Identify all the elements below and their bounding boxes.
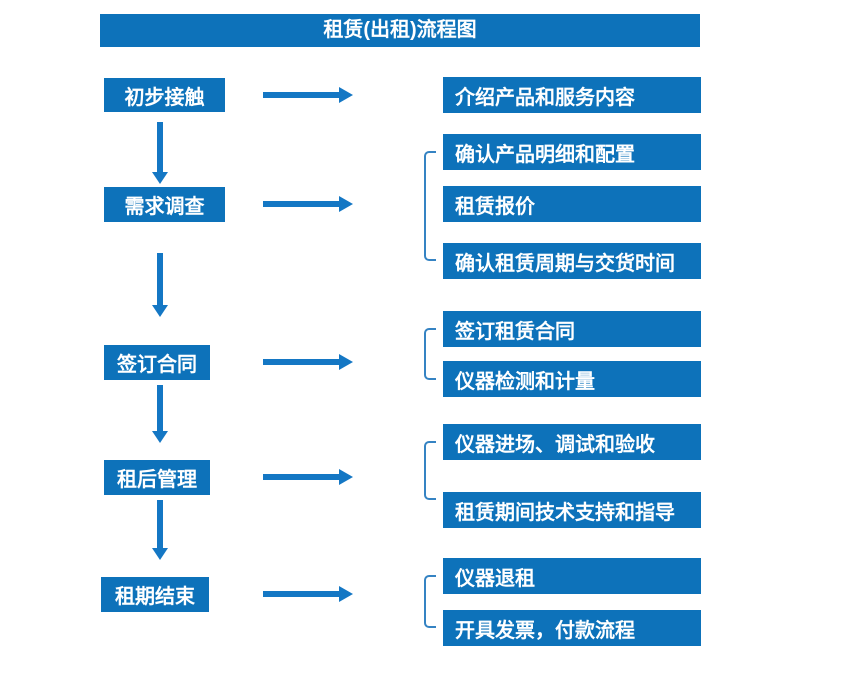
down-arrow-shaft — [157, 500, 163, 548]
right-arrow-shaft — [263, 92, 339, 98]
detail-box-instrument-setup-acceptance: 仪器进场、调试和验收 — [443, 424, 701, 460]
detail-box-sign-rental-contract: 签订租赁合同 — [443, 311, 701, 347]
right-arrow-1 — [263, 87, 353, 103]
down-arrow-2 — [152, 253, 168, 317]
detail-box-rental-quote: 租赁报价 — [443, 186, 701, 222]
right-arrow-shaft — [263, 591, 339, 597]
right-arrow-5 — [263, 586, 353, 602]
down-arrow-shaft — [157, 385, 163, 431]
down-arrow-head-icon — [152, 431, 168, 443]
bracket-group-4 — [424, 441, 436, 500]
detail-box-confirm-product-details: 确认产品明细和配置 — [443, 134, 701, 170]
right-arrow-shaft — [263, 201, 339, 207]
bracket-group-5 — [424, 575, 436, 628]
detail-box-intro-products: 介绍产品和服务内容 — [443, 77, 701, 113]
detail-box-confirm-period-delivery: 确认租赁周期与交货时间 — [443, 243, 701, 279]
right-arrow-head-icon — [339, 354, 353, 370]
step-box-demand-survey: 需求调查 — [104, 187, 225, 222]
right-arrow-2 — [263, 196, 353, 212]
detail-box-tech-support: 租赁期间技术支持和指导 — [443, 492, 701, 528]
bracket-group-3 — [424, 328, 436, 380]
detail-box-instrument-return: 仪器退租 — [443, 558, 701, 594]
right-arrow-head-icon — [339, 586, 353, 602]
right-arrow-head-icon — [339, 196, 353, 212]
bracket-group-2 — [424, 151, 436, 261]
down-arrow-shaft — [157, 122, 163, 172]
down-arrow-head-icon — [152, 172, 168, 184]
right-arrow-3 — [263, 354, 353, 370]
detail-box-invoice-payment: 开具发票，付款流程 — [443, 610, 701, 646]
right-arrow-shaft — [263, 359, 339, 365]
down-arrow-4 — [152, 500, 168, 560]
step-box-post-rental-management: 租后管理 — [104, 460, 210, 495]
right-arrow-head-icon — [339, 469, 353, 485]
step-box-lease-end: 租期结束 — [101, 577, 209, 612]
down-arrow-1 — [152, 122, 168, 184]
step-box-initial-contact: 初步接触 — [104, 78, 225, 112]
step-box-sign-contract: 签订合同 — [104, 345, 210, 380]
right-arrow-4 — [263, 469, 353, 485]
down-arrow-3 — [152, 385, 168, 443]
right-arrow-head-icon — [339, 87, 353, 103]
detail-box-instrument-testing: 仪器检测和计量 — [443, 361, 701, 397]
right-arrow-shaft — [263, 474, 339, 480]
down-arrow-head-icon — [152, 305, 168, 317]
flowchart-title: 租赁(出租)流程图 — [100, 14, 700, 47]
down-arrow-head-icon — [152, 548, 168, 560]
down-arrow-shaft — [157, 253, 163, 305]
